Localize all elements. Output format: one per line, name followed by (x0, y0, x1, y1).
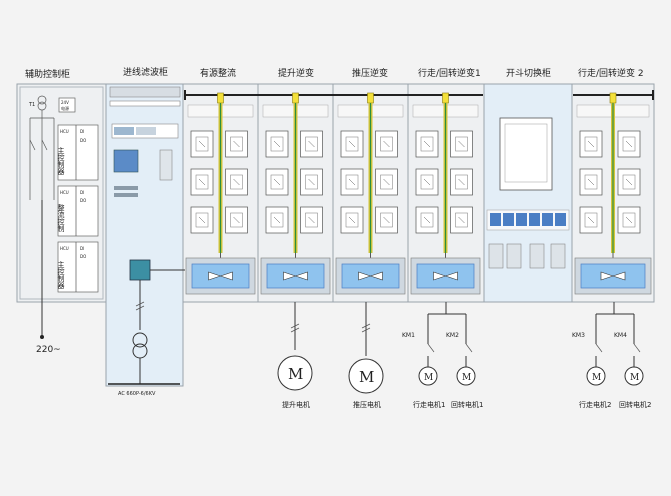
hoist-fuse (292, 92, 299, 104)
swing-motor-1: M (456, 366, 476, 386)
main-controller-module (57, 124, 99, 181)
svg-text:DO: DO (80, 138, 86, 143)
svg-text:DO: DO (80, 198, 86, 203)
switch-km2: KM2 (446, 332, 459, 339)
switch-km3: KM3 (572, 332, 585, 339)
title-active-rectifier: 有源整流 (200, 67, 236, 79)
hoist-power-module (260, 92, 331, 295)
label-travel-motor-1: 行走电机1 (413, 400, 445, 409)
label-swing-motor-2: 回转电机2 (619, 400, 651, 409)
title-inlet-filter: 进线滤波柜 (123, 66, 168, 78)
switch-cabinet (483, 83, 573, 303)
press-motor: M (348, 358, 384, 394)
svg-text:M: M (630, 373, 639, 383)
svg-text:DI: DI (80, 190, 84, 195)
swing-motor-2: M (624, 366, 644, 386)
svg-text:DO: DO (80, 254, 86, 259)
svg-text:DI: DI (80, 129, 84, 134)
switch-km4: KM4 (614, 332, 627, 339)
travel-swing-2-output (595, 302, 641, 368)
travel-swing-1-output (427, 302, 473, 368)
title-aux-control: 辅助控制柜 (25, 68, 70, 80)
hoist-motor: M (277, 355, 313, 391)
travel-motor-1: M (418, 366, 438, 386)
module-main-control-label: 主控制器 (57, 146, 65, 176)
svg-text:HCU: HCU (60, 190, 69, 195)
fan-icon (358, 271, 383, 281)
title-travel-swing-inverter-2: 行走/回转逆变 2 (578, 67, 644, 79)
svg-text:HCU: HCU (60, 246, 69, 251)
fan-icon (433, 271, 458, 281)
press-output (361, 302, 371, 356)
rectifier-fuse (217, 92, 224, 104)
main-controller-module-2 (57, 241, 99, 293)
title-hoist-inverter: 提升逆变 (278, 67, 314, 79)
fan-icon (283, 271, 308, 281)
svg-text:M: M (592, 373, 601, 383)
svg-text:HCU: HCU (60, 129, 69, 134)
label-hoist-motor: 提升电机 (282, 400, 310, 409)
svg-text:M: M (359, 368, 374, 386)
label-press-motor: 推压电机 (353, 400, 381, 409)
module-main-control-2-label: 主控制器 (57, 260, 65, 290)
aux-control-internals: T1 24V 电源 HCU DI DO 主控制器 HCU DI DO 整流控制 … (19, 86, 104, 355)
travel-swing-1-fuse (442, 92, 449, 104)
fan-icon (600, 271, 626, 281)
travel-motor-2: M (586, 366, 606, 386)
rectifier-controller-module (57, 185, 99, 237)
switch-km1: KM1 (402, 332, 415, 339)
title-press-inverter: 推压逆变 (352, 67, 388, 79)
rectifier-power-module (185, 92, 256, 295)
label-swing-motor-1: 回转电机1 (451, 400, 483, 409)
press-fuse (367, 92, 374, 104)
svg-text:M: M (288, 365, 303, 383)
tag-220v: 220~ (36, 345, 61, 355)
travel-swing-1-power-module (410, 92, 481, 295)
title-switch-cabinet: 开斗切换柜 (506, 67, 551, 79)
label-travel-motor-2: 行走电机2 (579, 400, 611, 409)
switch-cabinet-internals (486, 117, 570, 269)
hoist-output (290, 302, 300, 350)
title-travel-swing-inverter-1: 行走/回转逆变1 (418, 67, 481, 79)
travel-swing-2-power-module (574, 92, 652, 295)
tag-power: 电源 (61, 105, 69, 111)
svg-text:M: M (424, 373, 433, 383)
inlet-filter-internals: AC 660P-6/6KV (108, 86, 185, 397)
svg-text:DI: DI (80, 246, 84, 251)
module-rectifier-control-label: 整流控制 (57, 203, 65, 233)
travel-swing-2-fuse (609, 92, 617, 104)
svg-text:M: M (462, 373, 471, 383)
transformer-label: AC 660P-6/6KV (118, 391, 156, 397)
tag-t1: T1 (28, 102, 35, 108)
tag-24v: 24V (61, 100, 69, 105)
fan-icon (208, 271, 233, 281)
press-power-module (335, 92, 406, 295)
